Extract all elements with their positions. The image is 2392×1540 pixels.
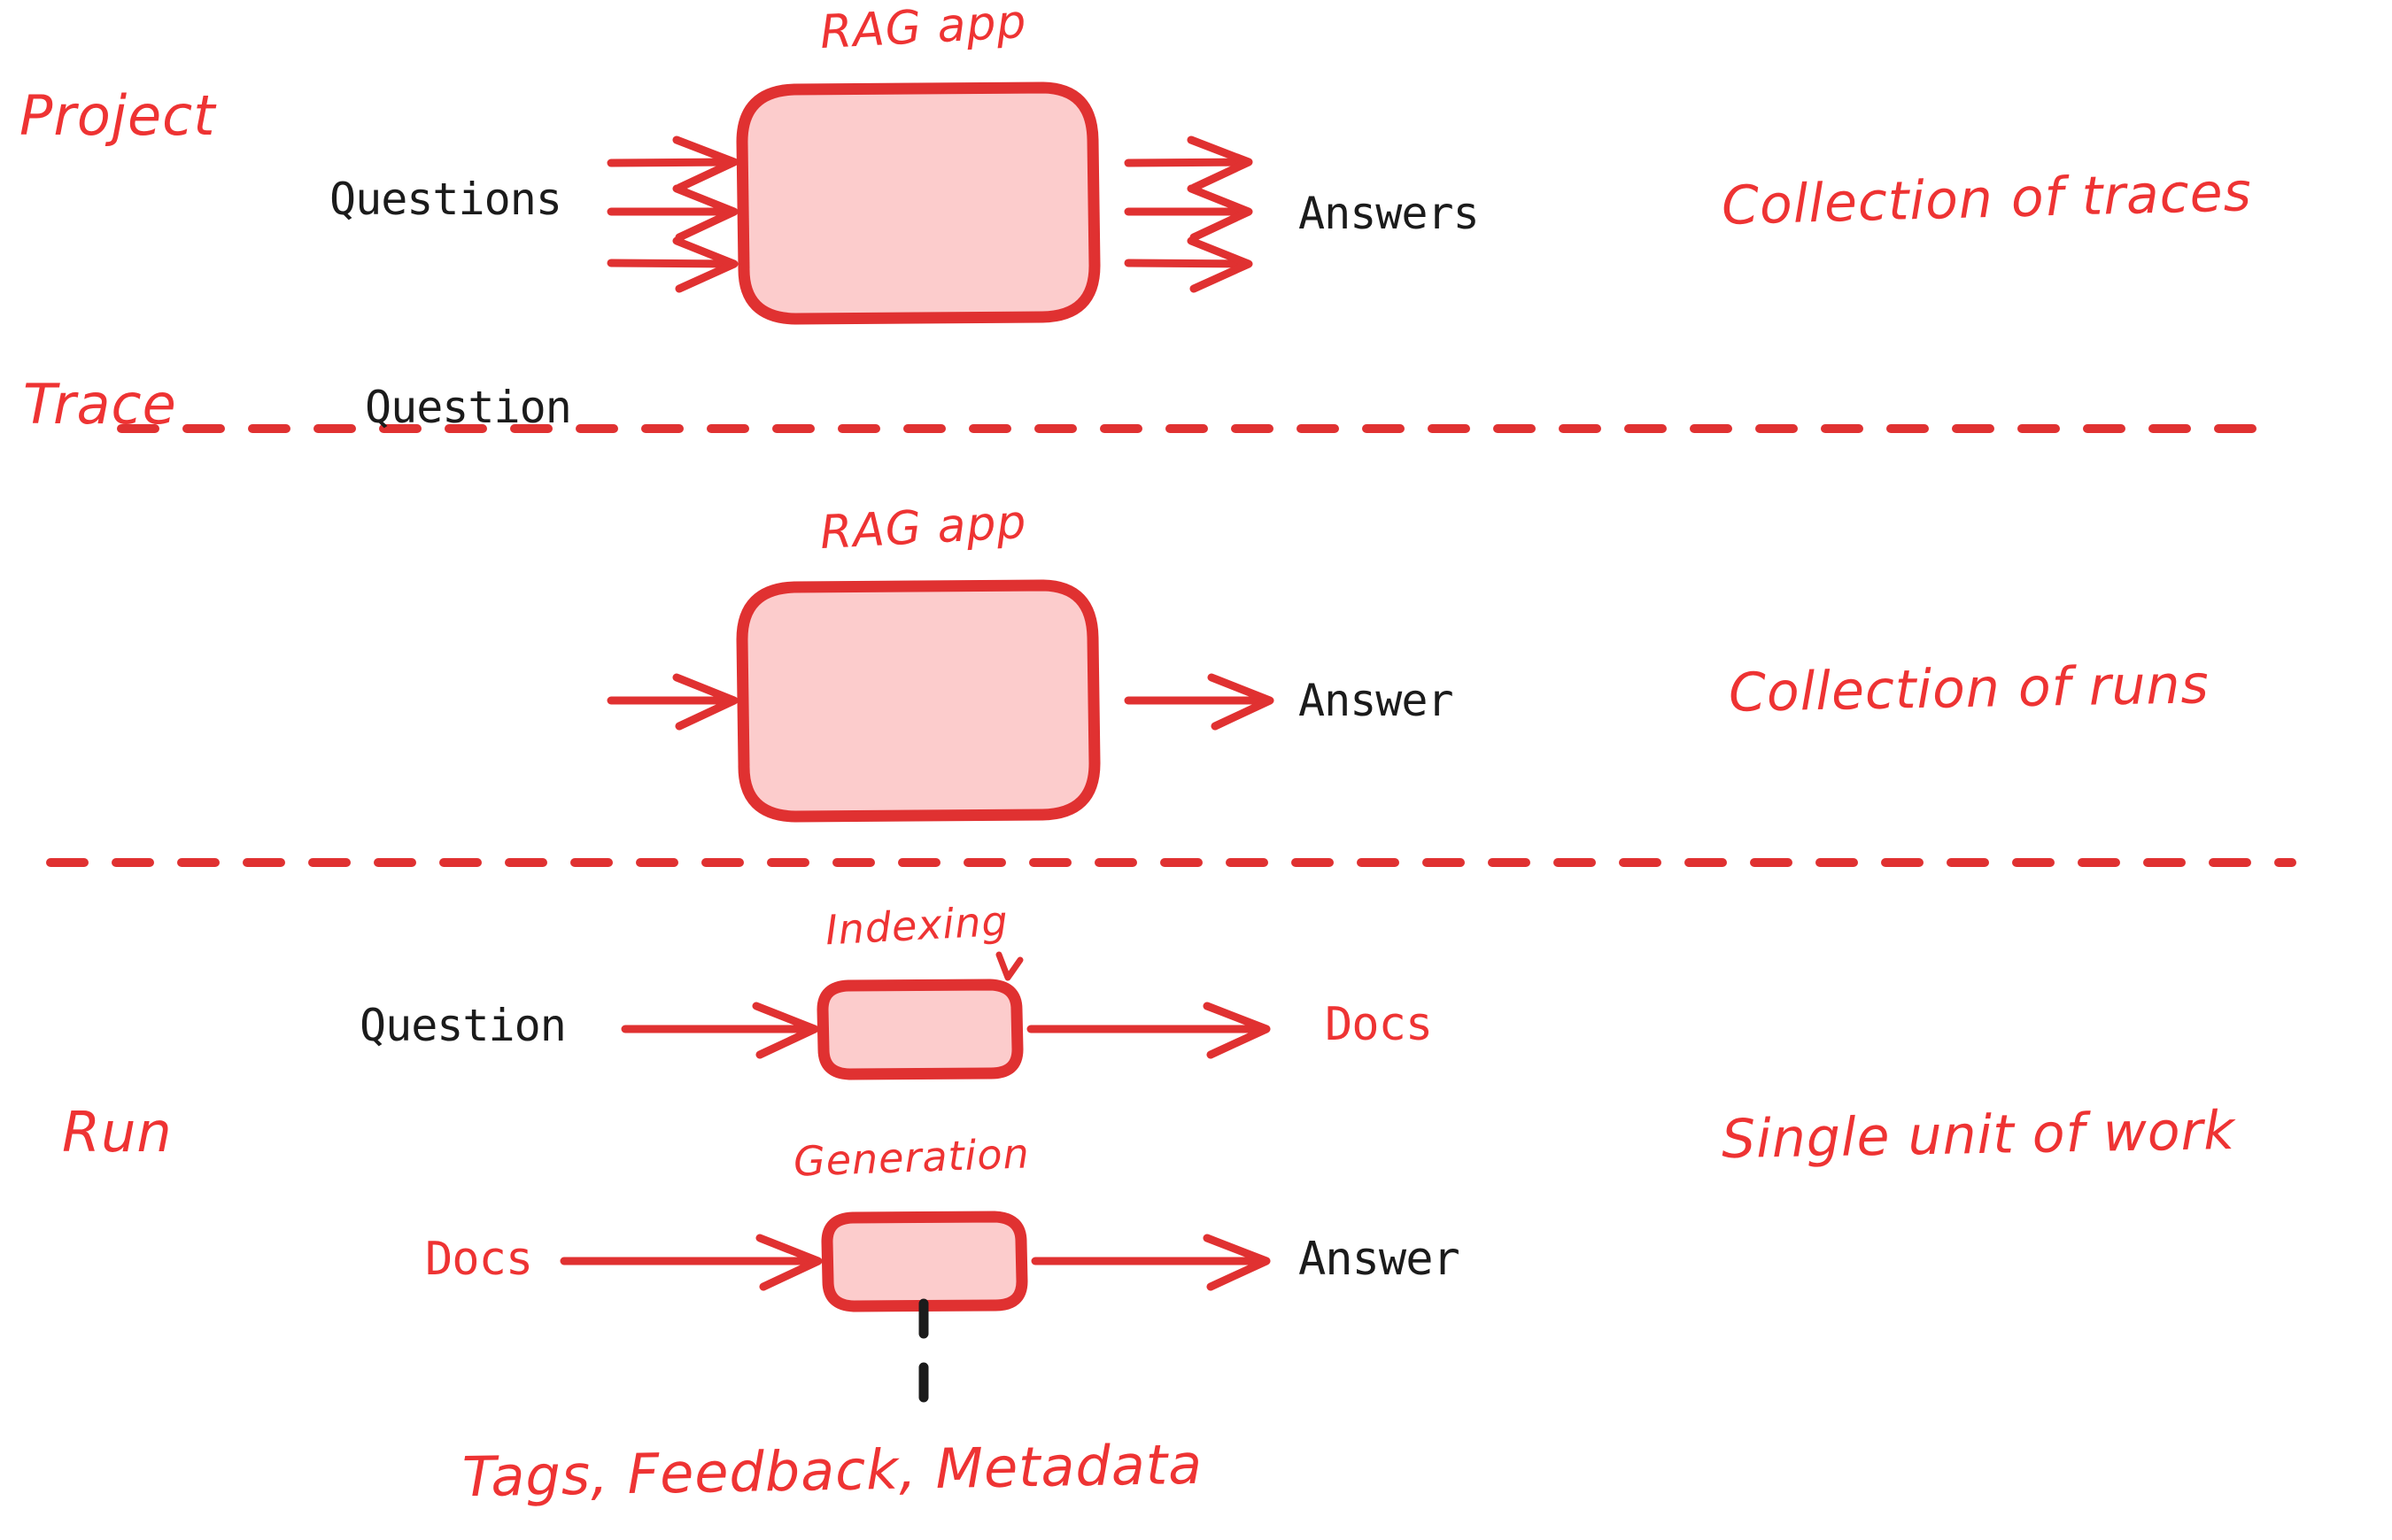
trace-input-label: Question bbox=[365, 382, 572, 433]
run-generation-box-label: Generation bbox=[793, 1129, 1031, 1186]
trace-output-arrow bbox=[1124, 673, 1274, 731]
project-description-label: Collection of traces bbox=[1721, 161, 2253, 237]
trace-box-label: RAG app bbox=[818, 495, 1028, 561]
run-section-label: Run bbox=[62, 1100, 173, 1165]
run-generation-box bbox=[821, 1211, 1028, 1312]
indexing-label-tail bbox=[995, 951, 1024, 981]
run-generation-input-arrow bbox=[560, 1234, 823, 1291]
project-section-label: Project bbox=[19, 83, 216, 148]
trace-output-label: Answer bbox=[1298, 675, 1454, 726]
project-box-label: RAG app bbox=[818, 0, 1028, 60]
trace-input-arrow bbox=[607, 673, 739, 731]
run-generation-input-label: Docs bbox=[425, 1233, 533, 1286]
project-rag-app-box bbox=[736, 81, 1101, 325]
run-metadata-label: Tags, Feedback, Metadata bbox=[461, 1431, 1204, 1510]
trace-description-label: Collection of runs bbox=[1728, 654, 2210, 724]
run-indexing-box-label: Indexing bbox=[824, 896, 1010, 955]
run-indexing-output-arrow bbox=[1026, 1002, 1271, 1059]
run-generation-output-label: Answer bbox=[1298, 1233, 1460, 1286]
trace-section-label: Trace bbox=[23, 372, 177, 437]
run-indexing-box bbox=[817, 979, 1024, 1080]
project-output-label: Answers bbox=[1298, 188, 1480, 239]
run-indexing-input-arrow bbox=[621, 1002, 819, 1059]
run-indexing-output-label: Docs bbox=[1325, 998, 1433, 1051]
run-generation-output-arrow bbox=[1031, 1234, 1271, 1291]
run-description-label: Single unit of work bbox=[1721, 1099, 2236, 1172]
project-output-arrows bbox=[1124, 135, 1253, 293]
project-input-label: Questions bbox=[329, 174, 562, 225]
project-input-arrows bbox=[607, 135, 739, 293]
trace-rag-app-box bbox=[736, 579, 1101, 823]
run-indexing-input-label: Question bbox=[360, 1000, 567, 1051]
